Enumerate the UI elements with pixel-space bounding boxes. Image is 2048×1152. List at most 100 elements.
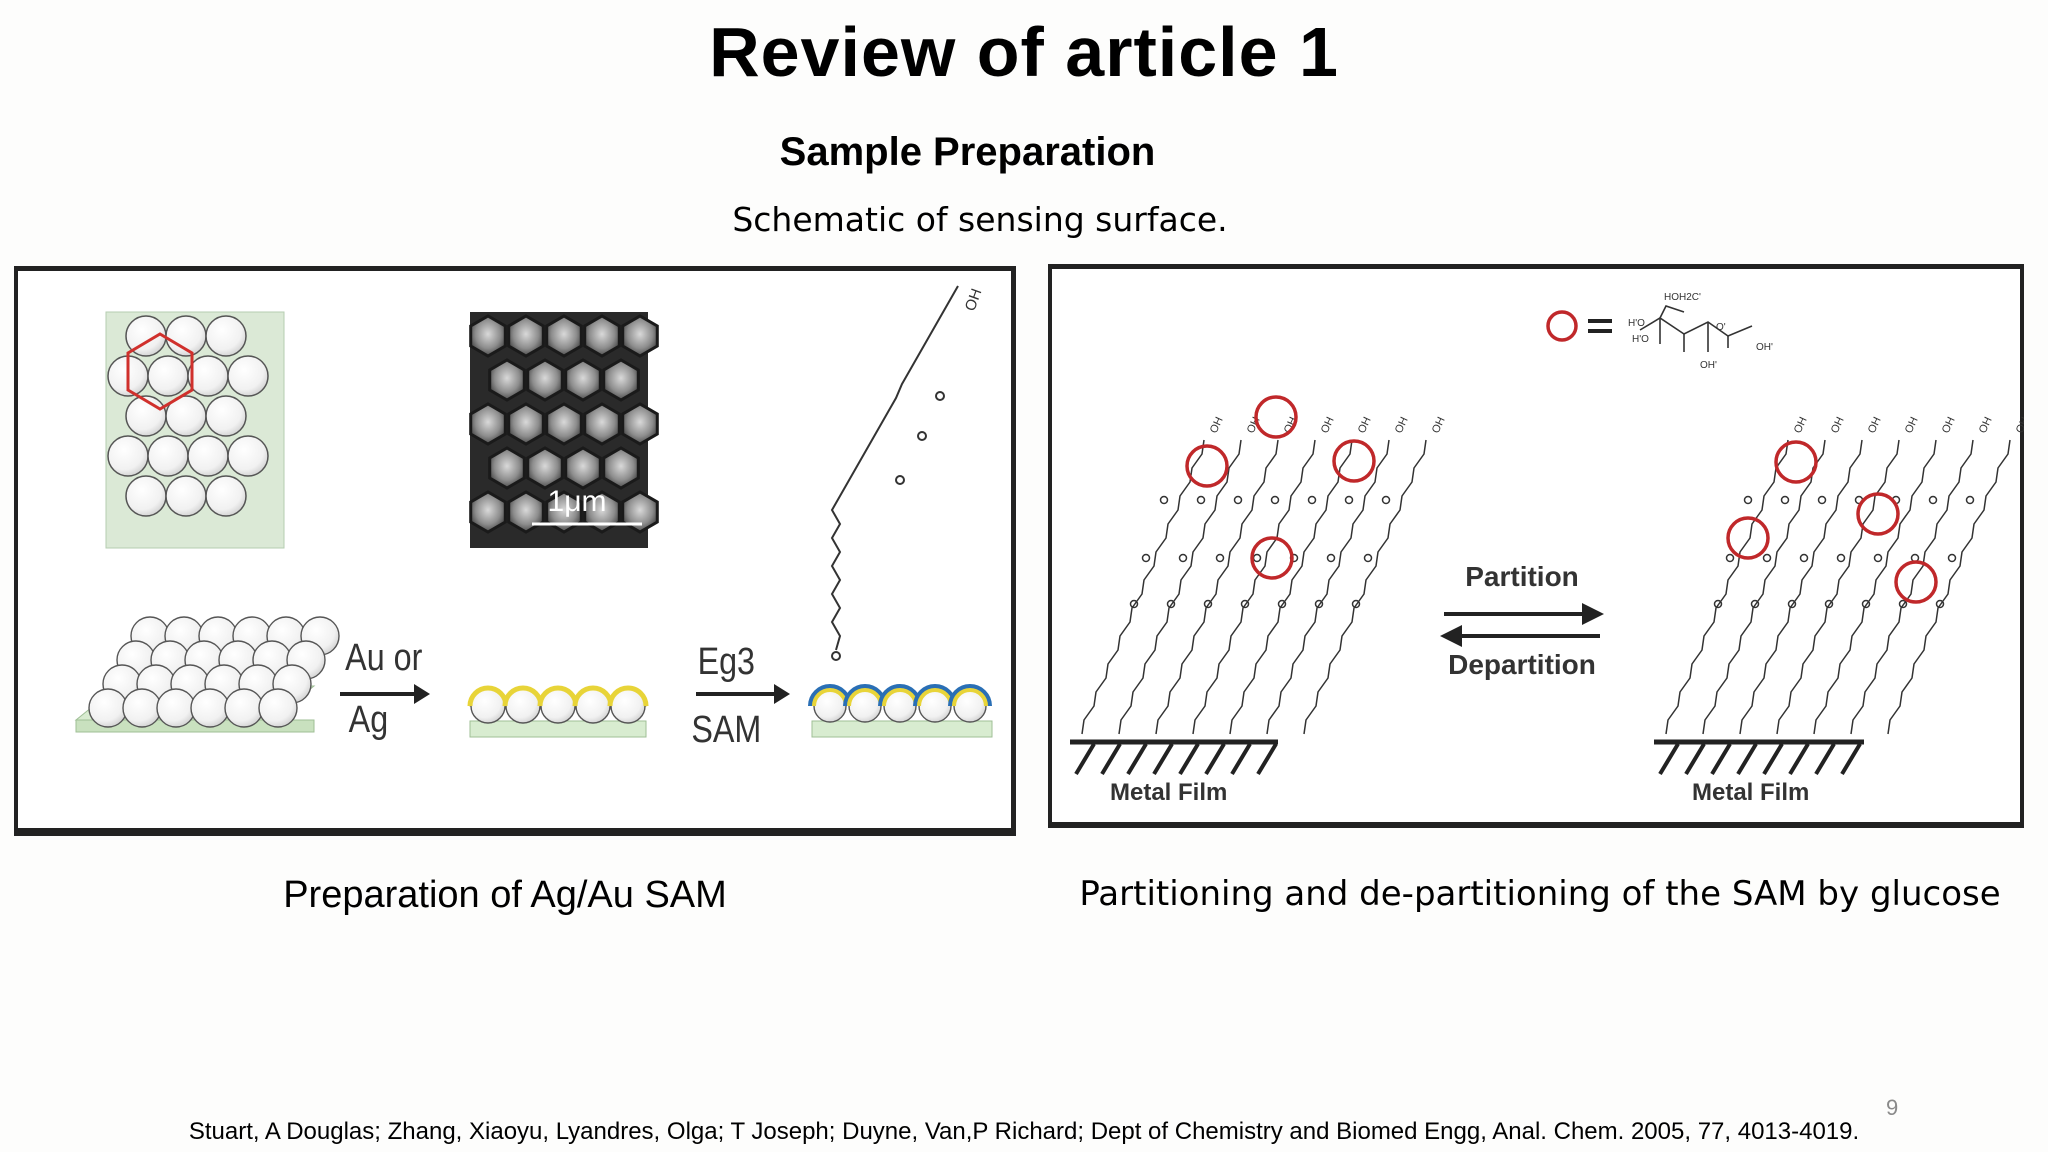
sem-cell xyxy=(488,358,526,402)
chain-oxygen xyxy=(1817,495,1827,505)
chain-oxygen xyxy=(1787,599,1797,609)
nanosphere xyxy=(156,688,196,728)
sem-cell xyxy=(583,314,621,358)
step1-label-line2: Ag xyxy=(349,699,388,741)
page-number: 9 xyxy=(1886,1095,1899,1120)
glucose-label-hoh2c: HOH2C' xyxy=(1664,292,1701,303)
sem-cell xyxy=(526,446,564,490)
hatch-line xyxy=(1178,742,1200,776)
sam-chain xyxy=(1850,439,1974,735)
slide-subtitle: Sample Preparation xyxy=(779,130,1156,174)
sam-chain xyxy=(1266,439,1390,735)
chain-oxygen xyxy=(1141,553,1151,563)
figure-sam-preparation: 1μm Au or Ag Eg3 SAM xyxy=(14,266,1016,836)
nanosphere xyxy=(187,355,229,397)
glucose-molecule xyxy=(1726,516,1770,560)
sam-chain xyxy=(1229,439,1353,735)
chain-oxygen xyxy=(1196,495,1206,505)
sem-cell xyxy=(583,490,621,534)
metal-film-right: Metal Film xyxy=(1654,739,1864,806)
glucose-molecule xyxy=(1254,395,1298,439)
sam-chain xyxy=(1776,439,1900,735)
hatch-line xyxy=(1684,742,1706,776)
nanosphere xyxy=(147,435,189,477)
glucose-molecule xyxy=(1894,560,1938,604)
sem-cell xyxy=(602,358,640,402)
eg3-molecule-chain: OH xyxy=(830,285,985,661)
glucose-label-o: O' xyxy=(1716,322,1726,333)
figure-caption-right: Partitioning and de-partitioning of the … xyxy=(1079,874,2001,914)
nanosphere xyxy=(165,475,207,517)
sem-cell xyxy=(526,358,564,402)
glucose-label-oh-2: OH' xyxy=(1700,360,1717,371)
nanosphere xyxy=(147,355,189,397)
chain-oxygen xyxy=(1129,599,1139,609)
partition-arrows: Partition Departition xyxy=(1440,561,1604,680)
hatch-line xyxy=(1762,742,1784,776)
glucose-structure-icon xyxy=(1639,305,1753,352)
chain-oxygen xyxy=(1307,495,1317,505)
sam-chain xyxy=(1665,439,1789,735)
sam-chain xyxy=(1702,439,1826,735)
glucose-molecule xyxy=(1856,492,1900,536)
sem-cell xyxy=(469,490,507,534)
nanosphere xyxy=(187,435,229,477)
chain-oxygen xyxy=(1270,495,1280,505)
hexagon-outline xyxy=(126,332,194,411)
sem-cell xyxy=(507,490,545,534)
hatch-line xyxy=(1204,742,1226,776)
hatch-line xyxy=(1710,742,1732,776)
gold-layer xyxy=(607,685,649,707)
chain-oxygen xyxy=(1935,599,1945,609)
glucose-label-ho-1: H'O xyxy=(1628,318,1645,329)
sem-cell xyxy=(564,358,602,402)
chain-oxygen xyxy=(1836,553,1846,563)
sem-cell xyxy=(507,402,545,446)
hatch-line xyxy=(1126,742,1148,776)
chain-oxygen xyxy=(1750,599,1760,609)
hatch-line xyxy=(1788,742,1810,776)
chain-oxygen xyxy=(1861,599,1871,609)
glucose-molecules xyxy=(1185,395,1938,604)
metal-film-left: Metal Film xyxy=(1070,739,1278,806)
chain-oxygen xyxy=(1277,599,1287,609)
chain-oxygen xyxy=(1351,599,1361,609)
glucose-legend: HOH2C' H'O H'O O' OH' OH' xyxy=(1546,292,1773,371)
chain-oxygen xyxy=(1159,495,1169,505)
partition-label: Partition xyxy=(1465,561,1579,592)
sem-cell xyxy=(621,490,659,534)
frame-right-border xyxy=(2020,264,2024,828)
chain-oxygen xyxy=(1947,553,1957,563)
glucose-molecule xyxy=(1185,444,1229,488)
chain-oxygen xyxy=(1824,599,1834,609)
chain-oxygen xyxy=(1363,553,1373,563)
slide-title: Review of article 1 xyxy=(709,13,1339,91)
chain-oxygen xyxy=(1326,553,1336,563)
nanosphere xyxy=(205,395,247,437)
nanosphere xyxy=(227,355,269,397)
chain-oxygen xyxy=(1799,553,1809,563)
nanosphere xyxy=(190,688,230,728)
scale-bar-label: 1μm xyxy=(548,485,607,518)
chain-oxygen xyxy=(1215,553,1225,563)
sam-arrow: Eg3 SAM xyxy=(691,641,790,751)
frame-left-border xyxy=(14,266,18,836)
chain-oxygen xyxy=(1898,599,1908,609)
sam-chain xyxy=(1081,439,1205,735)
chain-oxygen xyxy=(1166,599,1176,609)
step2-label-line2: SAM xyxy=(691,709,761,751)
nanosphere xyxy=(227,435,269,477)
nanosphere xyxy=(125,475,167,517)
figure-caption-left: Preparation of Ag/Au SAM xyxy=(283,874,727,916)
sem-cell xyxy=(583,402,621,446)
chain-oxygen xyxy=(1762,553,1772,563)
hatch-line xyxy=(1840,742,1862,776)
nanosphere xyxy=(88,688,128,728)
sem-cell xyxy=(469,402,507,446)
sem-cell xyxy=(621,402,659,446)
sam-chain xyxy=(1813,439,1937,735)
chain-oxygen xyxy=(1873,553,1883,563)
hatch-line xyxy=(1100,742,1122,776)
